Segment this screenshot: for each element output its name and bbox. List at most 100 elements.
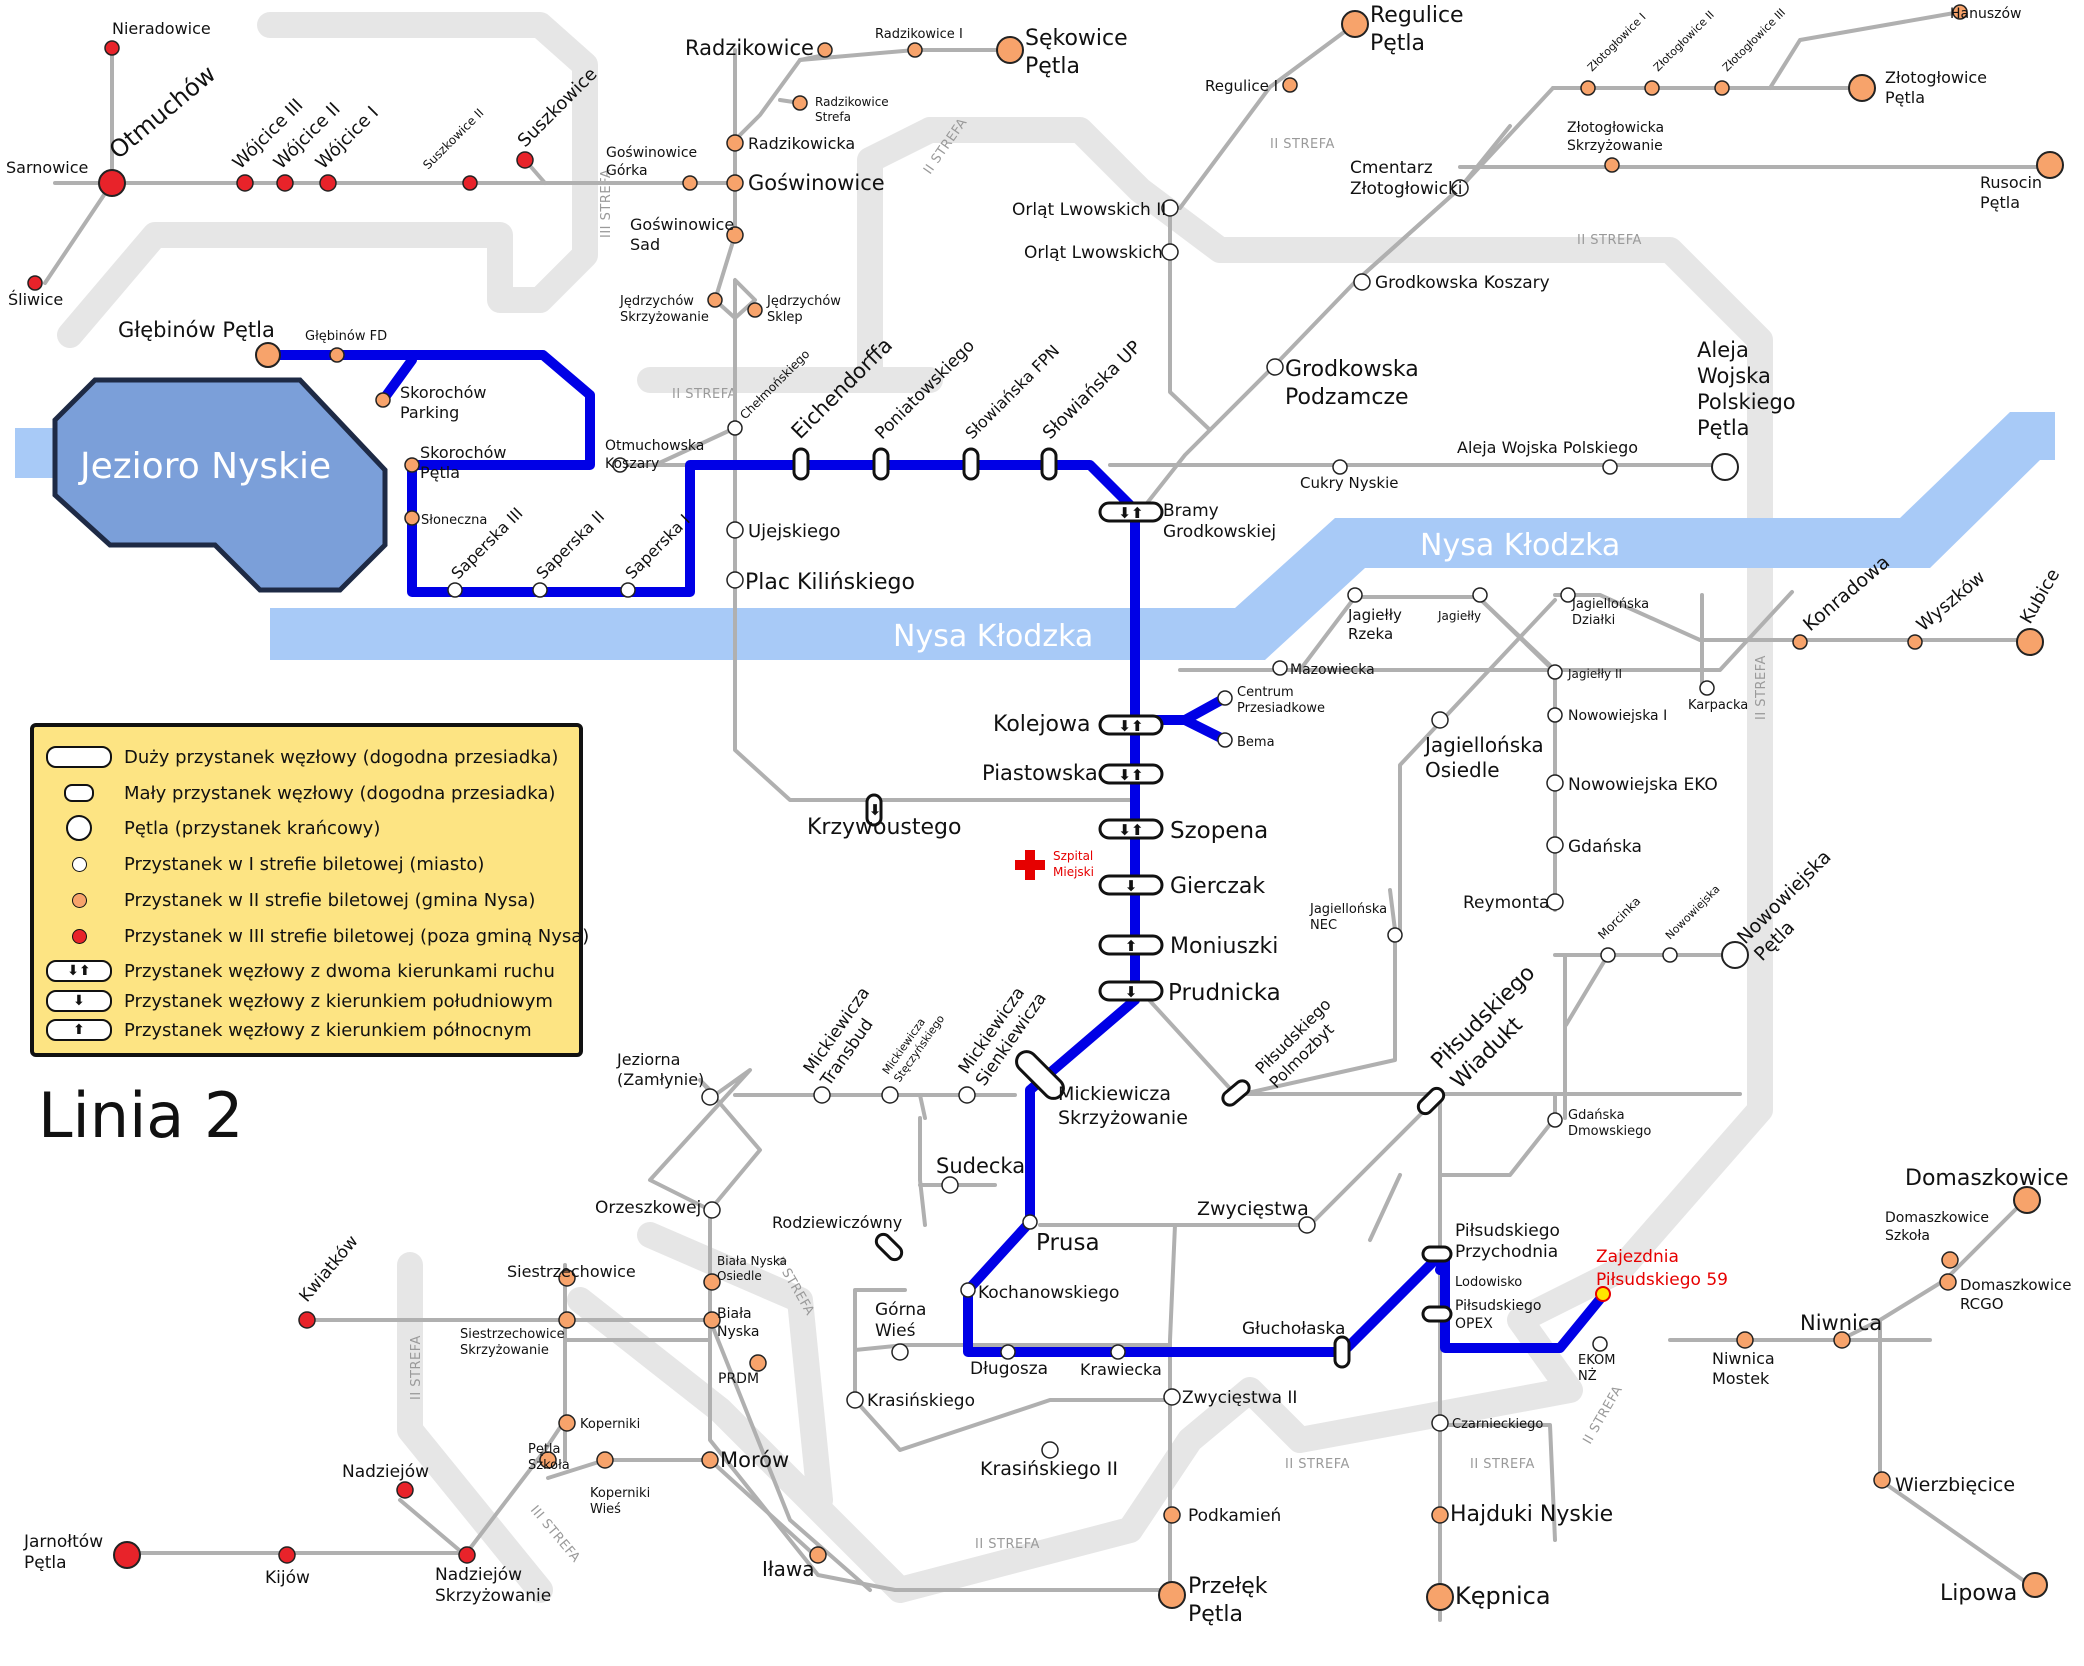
stop-marker-gosw-sad[interactable] xyxy=(726,226,744,244)
stop-marker-plac-kil[interactable] xyxy=(726,571,744,589)
stop-marker-zlot-petla[interactable] xyxy=(1848,74,1876,102)
stop-marker-grod-podz[interactable] xyxy=(1266,358,1284,376)
stop-marker-radzikowice[interactable] xyxy=(817,42,833,58)
stop-marker-kepnica[interactable] xyxy=(1426,1583,1454,1611)
stop-marker-zwyciestwa2[interactable] xyxy=(1163,1388,1181,1406)
stop-marker-wierzbiecice[interactable] xyxy=(1873,1471,1891,1489)
stop-marker-sloneczna[interactable] xyxy=(404,510,420,526)
stop-marker-dom-szkola[interactable] xyxy=(1941,1251,1959,1269)
stop-marker-jedrz-sklep[interactable] xyxy=(747,302,763,318)
stop-marker-gleb-petla[interactable] xyxy=(255,342,281,368)
stop-marker-radzikowicka[interactable] xyxy=(726,134,744,152)
stop-marker-gosw-gorka[interactable] xyxy=(682,175,698,191)
stop-marker-ujejskiego[interactable] xyxy=(726,521,744,539)
stop-marker-koperniki[interactable] xyxy=(558,1414,576,1432)
stop-marker-zlot-skrz[interactable] xyxy=(1604,157,1620,173)
stop-marker-mick-sienk[interactable] xyxy=(958,1086,976,1104)
stop-marker-zlot1[interactable] xyxy=(1580,80,1596,96)
stop-marker-orzeszkowej[interactable] xyxy=(703,1201,721,1219)
stop-marker-bema[interactable] xyxy=(1217,732,1233,748)
stop-marker-zlot2[interactable] xyxy=(1644,80,1660,96)
stop-marker-cukry[interactable] xyxy=(1332,459,1348,475)
stop-marker-niwnica[interactable] xyxy=(1833,1331,1851,1349)
stop-marker-saperska1[interactable] xyxy=(620,582,636,598)
stop-marker-jarnoltow[interactable] xyxy=(113,1541,141,1569)
stop-marker-biala-osiedle[interactable] xyxy=(703,1273,721,1291)
stop-marker-aleja[interactable] xyxy=(1602,459,1618,475)
stop-marker-suszkowice2[interactable] xyxy=(462,175,478,191)
stop-marker-centrum[interactable] xyxy=(1217,690,1233,706)
stop-marker-konradowa[interactable] xyxy=(1792,634,1808,650)
stop-marker-ilawa[interactable] xyxy=(809,1546,827,1564)
stop-marker-aleja-petla[interactable] xyxy=(1711,453,1739,481)
stop-marker-now-eko[interactable] xyxy=(1546,774,1564,792)
stop-marker-prusa[interactable] xyxy=(1022,1214,1038,1230)
stop-marker-gorna-wies[interactable] xyxy=(891,1343,909,1361)
stop-marker-radz-strefa[interactable] xyxy=(792,95,808,111)
stop-marker-otm-koszary[interactable] xyxy=(612,457,628,473)
stop-marker-nowowiejska[interactable] xyxy=(1662,947,1678,963)
stop-marker-skor-parking[interactable] xyxy=(375,392,391,408)
stop-marker-sliwice[interactable] xyxy=(27,275,43,291)
stop-marker-niwnica-mostek[interactable] xyxy=(1736,1331,1754,1349)
stop-marker-jedrz-skrz[interactable] xyxy=(707,292,723,308)
stop-marker-orlat2[interactable] xyxy=(1161,199,1179,217)
stop-marker-mick-transbud[interactable] xyxy=(813,1086,831,1104)
stop-marker-biala[interactable] xyxy=(703,1311,721,1329)
stop-marker-morow[interactable] xyxy=(701,1451,719,1469)
stop-marker-lipowa[interactable] xyxy=(2022,1572,2048,1598)
stop-marker-hanuszow[interactable] xyxy=(1952,4,1968,20)
stop-marker-now-petla[interactable] xyxy=(1721,941,1749,969)
stop-marker-wyszkow[interactable] xyxy=(1907,634,1923,650)
stop-marker-grod-koszary[interactable] xyxy=(1353,273,1371,291)
stop-marker-czarnieckiego[interactable] xyxy=(1431,1414,1449,1432)
stop-marker-wojcice3[interactable] xyxy=(236,174,254,192)
stop-marker-petla-szkola[interactable] xyxy=(539,1451,557,1469)
stop-marker-jag-osiedle[interactable] xyxy=(1431,711,1449,729)
stop-marker-jag2[interactable] xyxy=(1547,664,1563,680)
stop-marker-jeziorna[interactable] xyxy=(701,1088,719,1106)
stop-marker-podkamien[interactable] xyxy=(1163,1506,1181,1524)
stop-marker-regulice1[interactable] xyxy=(1282,77,1298,93)
stop-marker-przelek[interactable] xyxy=(1158,1581,1186,1609)
stop-marker-kwiatkow[interactable] xyxy=(298,1311,316,1329)
stop-marker-skor-petla[interactable] xyxy=(404,457,420,473)
stop-marker-saperska2[interactable] xyxy=(532,582,548,598)
stop-marker-jag-rzeka[interactable] xyxy=(1347,587,1363,603)
stop-marker-krawiecka[interactable] xyxy=(1110,1344,1126,1360)
stop-marker-dom-rcgo[interactable] xyxy=(1939,1273,1957,1291)
stop-marker-hajduki[interactable] xyxy=(1431,1506,1449,1524)
stop-marker-morcinka[interactable] xyxy=(1600,947,1616,963)
stop-marker-mazowiecka[interactable] xyxy=(1272,660,1288,676)
stop-marker-reymonta[interactable] xyxy=(1546,893,1564,911)
stop-marker-sudecka[interactable] xyxy=(941,1176,959,1194)
stop-marker-wojcice2[interactable] xyxy=(276,174,294,192)
stop-marker-kijow[interactable] xyxy=(278,1546,296,1564)
stop-marker-zlot3[interactable] xyxy=(1714,80,1730,96)
stop-marker-cmentarz[interactable] xyxy=(1451,179,1469,197)
stop-marker-karpacka[interactable] xyxy=(1699,680,1715,696)
stop-marker-siestrzechowice[interactable] xyxy=(558,1269,576,1287)
stop-marker-orlat[interactable] xyxy=(1161,243,1179,261)
stop-marker-jag-nec[interactable] xyxy=(1387,927,1403,943)
stop-marker-saperska3[interactable] xyxy=(447,582,463,598)
stop-marker-gdanska[interactable] xyxy=(1546,836,1564,854)
stop-marker-suszkowice[interactable] xyxy=(516,151,534,169)
stop-marker-krasinskiego[interactable] xyxy=(846,1391,864,1409)
stop-marker-nieradowice[interactable] xyxy=(104,40,120,56)
stop-marker-radzikowice1[interactable] xyxy=(907,42,923,58)
depot-marker[interactable] xyxy=(1595,1286,1611,1302)
stop-marker-domaszkowice[interactable] xyxy=(2013,1186,2041,1214)
stop-marker-kochanowskiego[interactable] xyxy=(960,1282,976,1298)
stop-marker-krasinskiego2[interactable] xyxy=(1041,1441,1059,1459)
stop-marker-mick-stecz[interactable] xyxy=(881,1086,899,1104)
stop-marker-regulice[interactable] xyxy=(1341,10,1369,38)
stop-marker-ekom[interactable] xyxy=(1592,1336,1608,1352)
stop-marker-goswinowice[interactable] xyxy=(726,174,744,192)
stop-marker-kop-wies[interactable] xyxy=(596,1451,614,1469)
stop-marker-gleb-fd[interactable] xyxy=(329,347,345,363)
stop-marker-gdanska-dm[interactable] xyxy=(1547,1112,1563,1128)
stop-marker-otmuchow[interactable] xyxy=(98,169,126,197)
stop-marker-jag-dzialki[interactable] xyxy=(1560,587,1576,603)
stop-marker-nadz-skrz[interactable] xyxy=(458,1546,476,1564)
